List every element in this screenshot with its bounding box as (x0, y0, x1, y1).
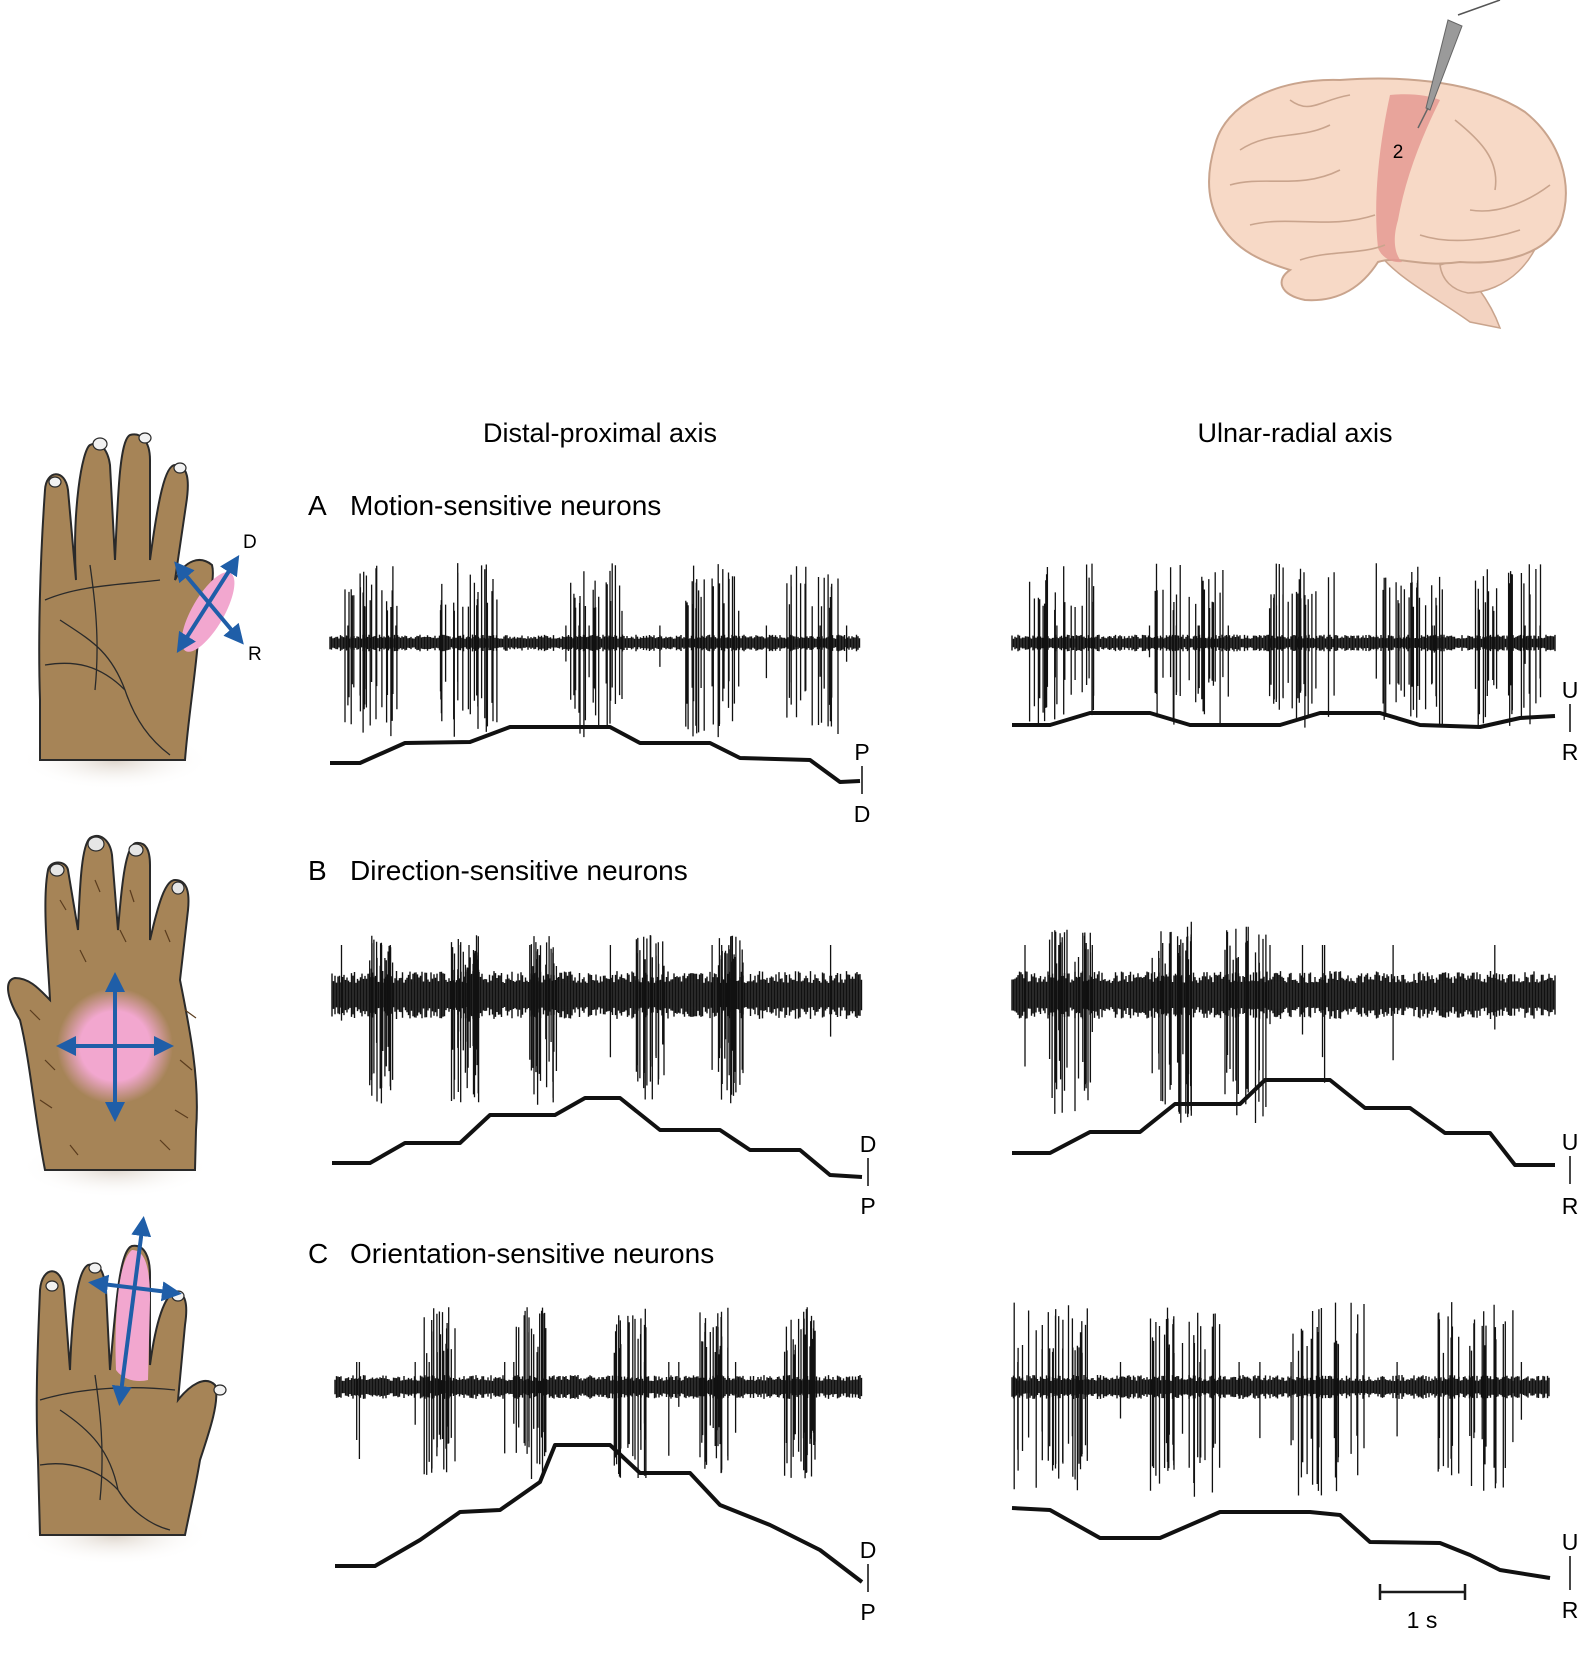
electrode-wire (1457, 0, 1501, 16)
b-left-bottom-label: P (860, 1193, 875, 1219)
arrow-horizontal-c (88, 1274, 182, 1302)
column-header-right: Ulnar-radial axis (1197, 418, 1392, 448)
hand-c-creases (39, 1374, 176, 1531)
area-label: 2 (1393, 142, 1404, 163)
finger-nail-c1 (88, 1262, 102, 1274)
finger-nail-c3 (45, 1280, 59, 1292)
finger-nail-a3 (173, 462, 187, 474)
stimulus-position-trace (1012, 711, 1556, 729)
recording-a-left (329, 563, 861, 784)
arrow-vertical-c (111, 1216, 152, 1406)
c-left-bottom-label: P (860, 1599, 875, 1625)
arrow-ulnar-radial-a (174, 561, 244, 645)
c-right-bottom-label: R (1562, 1597, 1579, 1623)
b-right-bottom-label: R (1562, 1193, 1579, 1219)
panel-title-c: Orientation-sensitive neurons (350, 1238, 714, 1269)
noise-band (1011, 634, 1556, 652)
scale-bar: 1 s (1378, 1584, 1467, 1633)
electrode-tip (1417, 107, 1429, 129)
finger-nail-c4 (213, 1384, 227, 1396)
panel-letter-b: B (308, 855, 327, 886)
noise-band (1011, 1375, 1550, 1399)
noise-band (1011, 971, 1556, 1019)
panel-title-b: Direction-sensitive neurons (350, 855, 688, 886)
a-left-bottom-label: D (854, 801, 871, 827)
hand-a-creases (44, 564, 171, 756)
spike-bursts (344, 563, 848, 738)
a-right-bottom-label: R (1562, 739, 1579, 765)
a-left-top-label: P (854, 739, 869, 765)
hand-b (7, 835, 210, 1198)
stimulus-position-trace (330, 725, 861, 784)
c-right-top-label: U (1562, 1529, 1579, 1555)
c-left-top-label: D (860, 1537, 877, 1563)
noise-band (331, 971, 863, 1019)
recording-b-right (1011, 921, 1556, 1167)
b-right-top-label: U (1562, 1129, 1579, 1155)
finger-nail-b3 (171, 881, 185, 895)
panel-letter-c: C (308, 1238, 328, 1269)
neural-recordings (329, 563, 1556, 1584)
area-2 (1376, 94, 1440, 263)
panel-letter-a: A (308, 490, 327, 521)
stimulus-position-trace (1012, 1078, 1555, 1167)
noise-band (334, 1375, 863, 1399)
spike-bursts (1024, 921, 1496, 1123)
a-right-top-label: U (1562, 677, 1579, 703)
recording-c-left (334, 1307, 864, 1584)
stimulus-position-trace (332, 1096, 863, 1179)
recording-b-left (331, 935, 863, 1179)
trace-axis-labels: P D U R D P U R D P U R (854, 677, 1579, 1625)
finger-nail-a4 (48, 476, 62, 488)
stimulus-position-trace (335, 1443, 864, 1584)
arrow-label-d: D (243, 532, 257, 553)
finger-nail-b1 (87, 836, 105, 852)
column-header-left: Distal-proximal axis (483, 418, 717, 448)
stimulus-position-trace (1011, 1506, 1551, 1580)
brain-illustration: 2 (1208, 0, 1567, 329)
hand-a: D R (20, 432, 262, 790)
recording-a-right (1011, 563, 1556, 729)
spike-bursts (356, 1307, 816, 1479)
recording-c-right (1011, 1302, 1551, 1580)
scale-bar-label: 1 s (1407, 1607, 1438, 1633)
electrode (1425, 19, 1463, 111)
spike-bursts (1028, 563, 1542, 728)
b-left-top-label: D (860, 1131, 877, 1157)
finger-nail-b4 (49, 863, 65, 877)
finger-nail-b2 (128, 843, 144, 857)
finger-nail-a2 (138, 432, 152, 444)
spike-bursts (340, 935, 832, 1105)
arrow-label-r: R (248, 644, 262, 665)
brain-sulci (1229, 94, 1551, 261)
finger-nail-a1 (92, 437, 108, 451)
hand-b-hair (29, 879, 197, 1156)
spike-bursts (1013, 1302, 1523, 1497)
panel-title-a: Motion-sensitive neurons (350, 490, 661, 521)
hand-a-outline (38, 433, 214, 761)
hand-c (20, 1216, 227, 1565)
